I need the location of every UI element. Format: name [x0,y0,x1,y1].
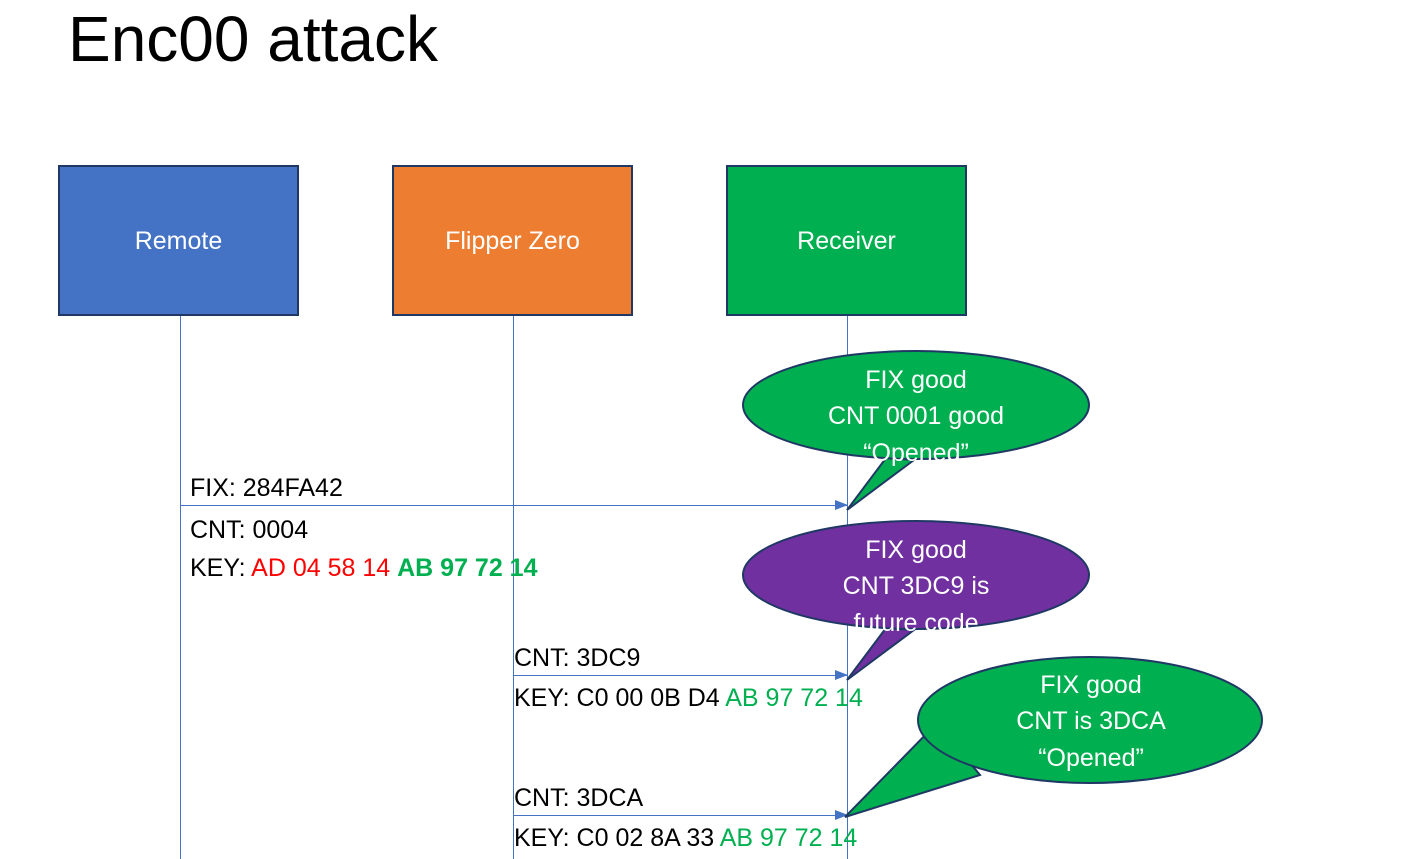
message-3-key-prefix: KEY: C0 02 8A 33 [514,824,720,852]
message-1-fix-label: FIX: 284FA42 [190,474,343,502]
page-title: Enc00 attack [68,3,438,75]
message-1-key-green-bytes: AB 97 72 14 [397,554,538,582]
lifeline-flipper-zero [513,316,514,859]
message-2-cnt-label: CNT: 3DC9 [514,644,641,672]
actor-label-receiver: Receiver [797,226,896,255]
message-1-key-prefix: KEY: [190,554,252,582]
actor-label-remote: Remote [134,226,223,255]
lifeline-remote [180,316,181,859]
actor-box-flipper-zero[interactable]: Flipper Zero [392,165,633,316]
message-3-cnt-label: CNT: 3DCA [514,784,644,812]
message-arrow-flipper-to-receiver-1 [514,670,848,680]
actor-box-remote[interactable]: Remote [58,165,299,316]
callout-shape-2 [742,520,1090,681]
message-3-key-green-bytes: AB 97 72 14 [719,824,858,852]
callout-bubble-receiver-accept-2: FIX good CNT is 3DCA “Opened” [844,655,1265,820]
message-2-key-label: KEY: C0 00 0B D4 AB 97 72 14 [514,681,863,717]
message-2-key-green-bytes: AB 97 72 14 [725,684,863,712]
callout-bubble-receiver-accept-1: FIX good CNT 0001 good “Opened” [741,350,1091,511]
message-arrow-remote-to-receiver [181,500,848,510]
callout-shape-1 [742,350,1090,511]
message-1-key-red-bytes: AD 04 58 14 [251,554,391,582]
message-3-key-label: KEY: C0 02 8A 33 AB 97 72 14 [514,821,857,857]
message-2-key-prefix: KEY: C0 00 0B D4 [514,684,726,712]
message-1-cnt-label: CNT: 0004 [190,516,309,544]
message-arrow-flipper-to-receiver-2 [514,810,848,820]
callout-shape-3 [844,656,1263,818]
message-1-key-label: KEY: AD 04 58 14 AB 97 72 14 [190,551,538,587]
actor-label-flipper-zero: Flipper Zero [445,226,580,255]
actor-box-receiver[interactable]: Receiver [726,165,967,316]
